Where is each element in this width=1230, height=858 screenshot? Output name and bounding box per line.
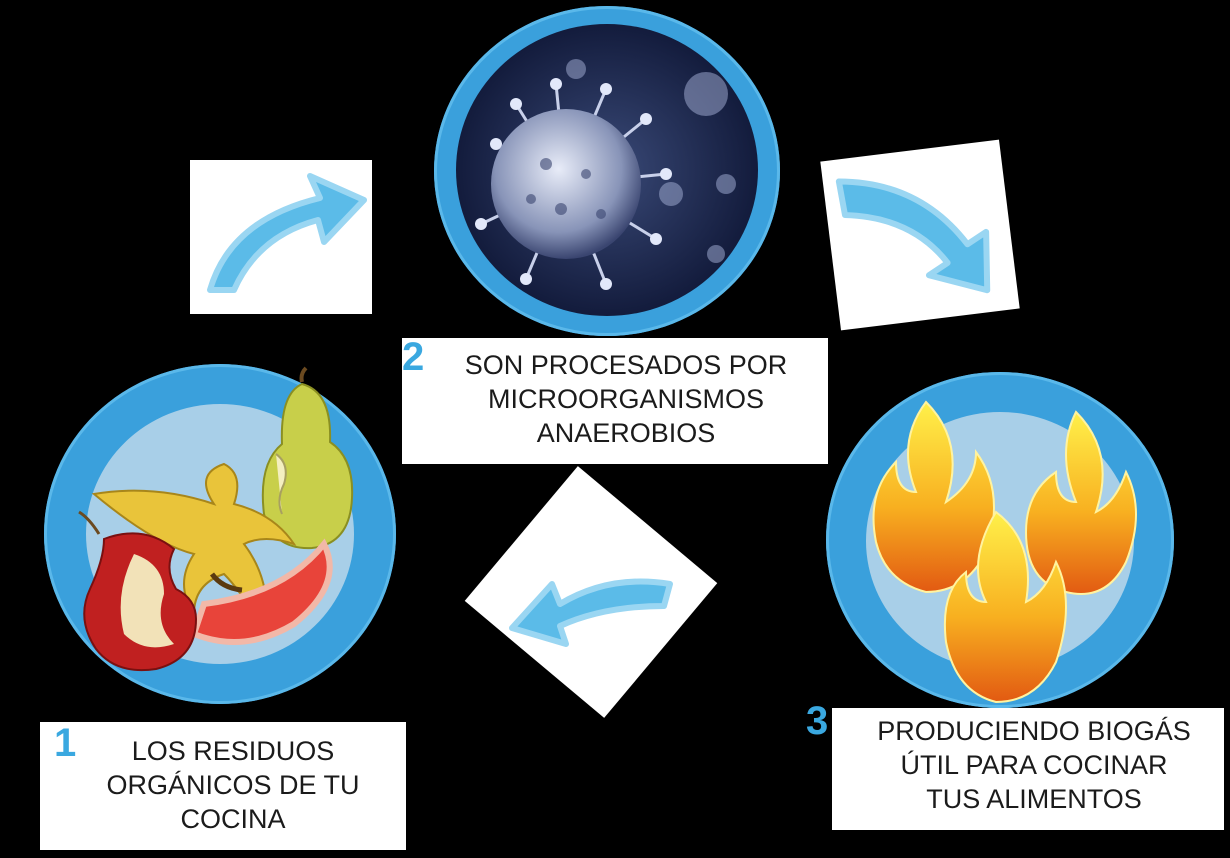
step-1-label: 1 LOS RESIDUOS ORGÁNICOS DE TU COCINA (40, 722, 406, 850)
curved-arrow-icon (509, 578, 673, 647)
step-2-line-3: ANAEROBIOS (536, 418, 716, 448)
flame-icon (872, 400, 1137, 704)
arrow-card-3-to-1 (464, 466, 718, 718)
step-1-line-3: COCINA (180, 804, 286, 834)
step-3-label: 3 PRODUCIENDO BIOGÁS ÚTIL PARA COCINAR T… (806, 701, 1224, 830)
step-3-line-2: ÚTIL PARA COCINAR (900, 750, 1168, 780)
step-2-line-1: SON PROCESADOS POR (464, 350, 788, 380)
step-3-line-1: PRODUCIENDO BIOGÁS (877, 716, 1191, 746)
step-2-number: 2 (402, 335, 425, 379)
arrow-card-1-to-2 (190, 160, 372, 314)
step-3-number: 3 (806, 699, 829, 743)
microorganisms-circle (434, 6, 780, 336)
step-2-line-2: MICROORGANISMOS (487, 384, 764, 414)
microorganism-icon (456, 24, 758, 316)
flames-circle (826, 372, 1174, 708)
curved-arrow-icon (835, 178, 991, 294)
organic-waste-icon (78, 366, 354, 672)
step-1-line-1: LOS RESIDUOS (131, 736, 335, 766)
arrow-card-2-to-3 (820, 139, 1020, 331)
curved-arrow-icon (207, 173, 367, 293)
step-3-line-3: TUS ALIMENTOS (926, 784, 1142, 814)
organic-waste-circle (44, 364, 396, 704)
step-1-line-2: ORGÁNICOS DE TU (106, 770, 360, 800)
step-1-number: 1 (54, 721, 77, 765)
step-2-label: 2 SON PROCESADOS POR MICROORGANISMOS ANA… (402, 335, 828, 464)
